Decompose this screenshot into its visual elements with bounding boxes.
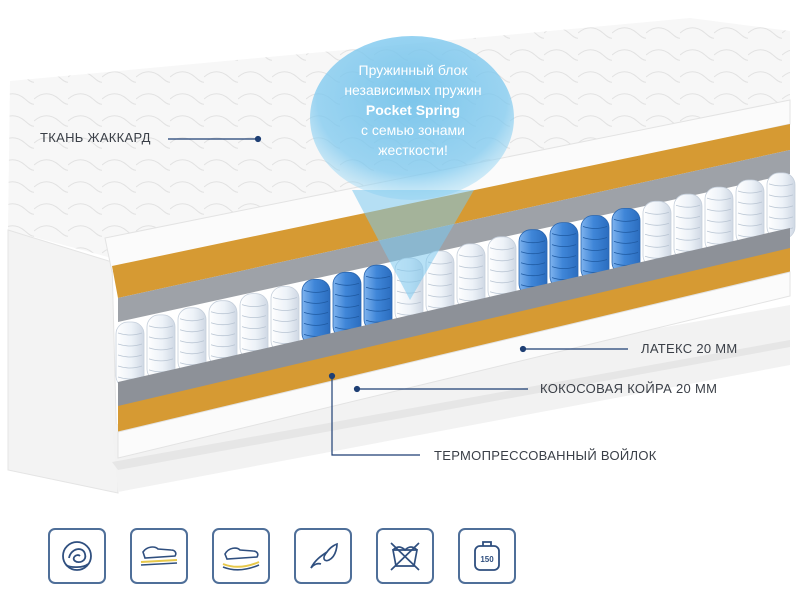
spring-white [208,300,238,368]
side-fabric [7,229,119,494]
spring-white [115,321,145,389]
felt-label: ТЕРМОПРЕССОВАННЫЙ ВОЙЛОК [434,448,657,463]
max-load-value: 150 [480,555,494,564]
spring-blue [580,215,610,282]
felt-callout-line [331,378,420,456]
info-bubble [310,36,514,300]
coir-label: КОКОСОВАЯ КОЙРА 20 ММ [540,381,718,396]
spring-white [425,250,455,318]
lower-coir-layer [118,248,790,434]
latex-label: ЛАТЕКС 20 ММ [641,341,738,356]
spring-white [766,172,796,240]
bottom-fabric [112,305,790,492]
upper-felt-layer [118,150,790,322]
spring-white [704,186,734,254]
firm-support-icon [130,528,188,584]
lower-latex-layer [117,271,791,459]
bubble-line-4: с семью зонами [361,122,465,138]
bubble-line-3: Pocket Spring [365,102,461,118]
spring-blue [301,278,331,346]
spring-white [146,314,176,382]
natural-leaf-icon [294,528,352,584]
bubble-text: Пружинный блок независимых пружин Pocket… [318,60,508,160]
soft-support-icon [212,528,270,584]
bubble-line-2: независимых пружин [344,82,482,98]
spring-blue [549,222,579,290]
no-wash-icon [376,528,434,584]
lower-felt-layer [118,228,790,410]
max-load-icon: 150 [458,528,516,584]
spring-white [239,293,269,361]
bubble-line-5: жесткости! [378,142,448,158]
bubble-line-1: Пружинный блок [358,62,468,78]
spring-white [642,200,672,268]
spring-white [487,236,517,304]
fabric-label: ТКАНЬ ЖАККАРД [40,130,151,145]
feature-icon-row: 150 [48,528,568,588]
mattress-illustration [7,18,796,494]
cotton-icon [48,528,106,584]
